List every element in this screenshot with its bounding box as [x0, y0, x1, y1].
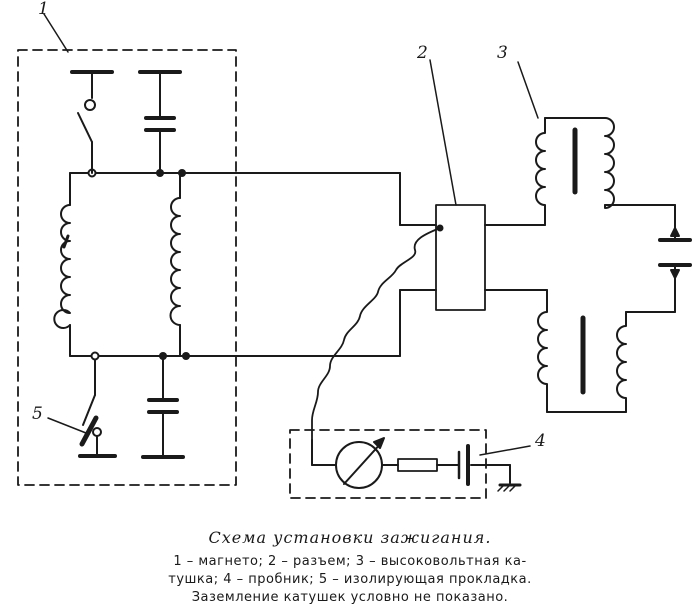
- probe-lead-wire: [311, 227, 441, 441]
- label-hv-coil: 3: [497, 43, 508, 63]
- tester-circuit: [311, 439, 511, 484]
- caption-line-2: тушка; 4 – пробник; 5 – изолирующая прок…: [168, 572, 532, 587]
- figure-caption: Схема установки зажигания. 1 – магнето; …: [0, 528, 700, 607]
- magneto-leader-line: [43, 13, 69, 53]
- pad-leader-line: [47, 417, 87, 434]
- ignition-circuit-diagram: [17, 13, 692, 499]
- connector-box: [435, 204, 486, 311]
- hv-coil-leader-line: [517, 61, 539, 119]
- capacitor-top-icon: [138, 70, 182, 174]
- breaker-switch-icon: [70, 70, 114, 174]
- hv-coil-upper-right-winding-icon: [604, 117, 615, 209]
- battery-icon: [457, 444, 470, 486]
- magneto-core-mark: [62, 234, 70, 249]
- label-tester: 4: [535, 431, 546, 451]
- insulated-switch-icon: [78, 359, 117, 458]
- caption-line-3: Заземление катушек условно не показано.: [191, 590, 509, 605]
- magneto-primary-coil-icon: [53, 204, 71, 329]
- tester-leader-line: [479, 445, 531, 456]
- hv-coil-upper-left-winding-icon: [535, 117, 546, 226]
- magneto-enclosure: [17, 49, 237, 486]
- label-connector: 2: [417, 43, 428, 63]
- label-magneto: 1: [38, 0, 49, 19]
- caption-title: Схема установки зажигания.: [208, 528, 492, 547]
- hv-coil-lower-left-winding-icon: [537, 289, 548, 413]
- caption-line-1: 1 – магнето; 2 – разъем; 3 – высоковольт…: [173, 554, 527, 569]
- label-insulating-pad: 5: [32, 404, 43, 424]
- magneto-secondary-coil-icon: [169, 197, 181, 326]
- hv-coil-lower-right-winding-icon: [616, 311, 627, 413]
- magneto-wiring: [69, 172, 548, 357]
- spark-gap-icon: [631, 204, 692, 313]
- capacitor-bottom-icon: [141, 355, 185, 459]
- connector-leader-line: [429, 59, 457, 206]
- probe-lead-contact: [436, 224, 444, 232]
- switch-terminal-bottom: [90, 351, 100, 361]
- meter-icon: [335, 437, 385, 489]
- junction-dots: [156, 169, 190, 360]
- ground-icon: [497, 483, 522, 492]
- resistor-icon: [397, 458, 438, 472]
